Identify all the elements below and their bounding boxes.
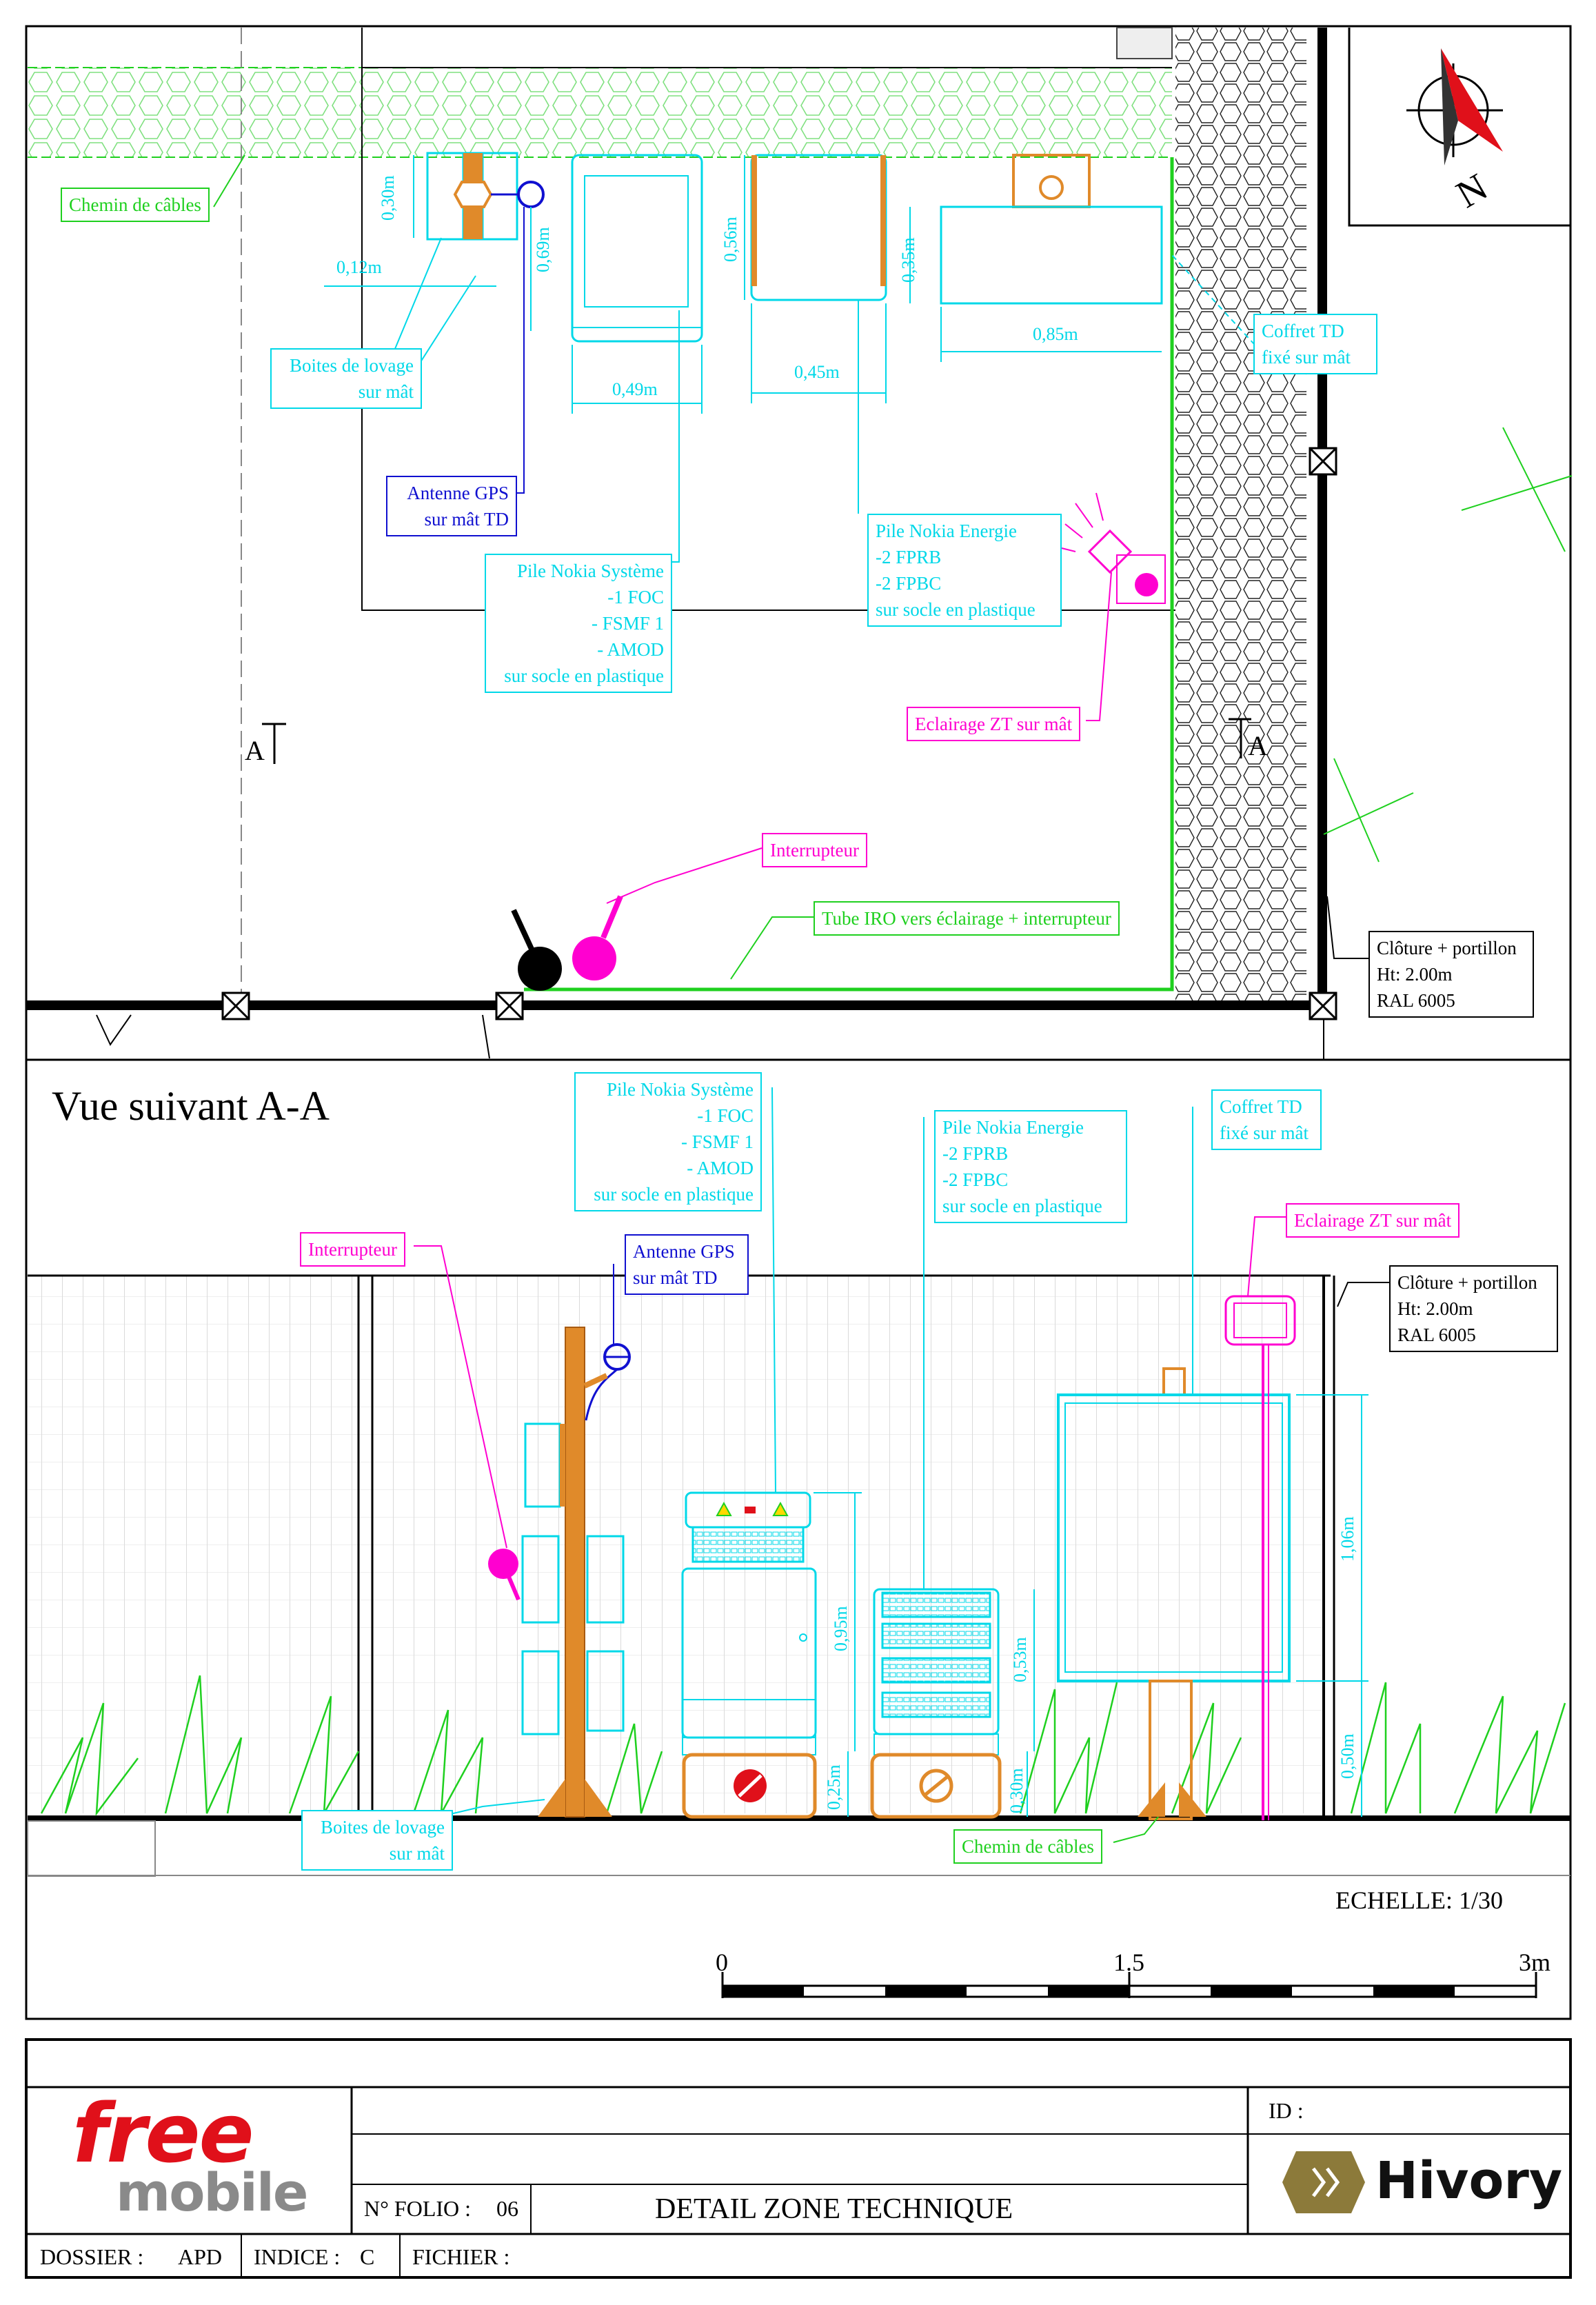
- drawing-title: DETAIL ZONE TECHNIQUE: [655, 2193, 1013, 2225]
- label-chemin-cables: Chemin de câbles: [61, 188, 210, 222]
- indice-label: INDICE :: [254, 2244, 341, 2269]
- label-boites-lovage: Boites de lovage sur mât: [270, 348, 422, 409]
- dim-053: 0,53m: [1010, 1637, 1030, 1682]
- scale-label: ECHELLE: 1/30: [1335, 1886, 1503, 1914]
- gravel-band: [1175, 28, 1306, 1003]
- elev-label-coffret-td: Coffret TD fixé sur mât: [1211, 1089, 1322, 1150]
- plan-switches: [511, 895, 623, 991]
- dim-050: 0,50m: [1337, 1733, 1357, 1779]
- free-logo: free: [72, 2086, 254, 2181]
- elev-label-boites-lovage: Boites de lovage sur mât: [301, 1810, 453, 1871]
- dim-045: 0,45m: [794, 362, 840, 382]
- fence-post-markers: [221, 447, 1337, 1020]
- indice-value: C: [360, 2244, 375, 2269]
- plan-eclairage: [1061, 492, 1166, 604]
- mobile-logo: mobile: [116, 2162, 308, 2223]
- dim-025: 0,25m: [824, 1764, 844, 1810]
- scale-tick-1-5: 1.5: [1113, 1949, 1144, 1976]
- section-mark-right: A: [1248, 730, 1268, 761]
- title-block-frame: [25, 2038, 1572, 2279]
- section-markers: [262, 718, 1251, 764]
- elev-interrupteur: [488, 1549, 521, 1601]
- label-pile-systeme: Pile Nokia Système -1 FOC - FSMF 1 - AMO…: [485, 554, 672, 693]
- elev-label-cloture: Clôture + portillon Ht: 2.00m RAL 6005: [1389, 1265, 1558, 1352]
- scale-tick-3m: 3m: [1519, 1949, 1551, 1976]
- elev-eclairage: [1224, 1295, 1296, 1820]
- elev-gps-antenna: [583, 1343, 631, 1421]
- elev-label-pile-energie: Pile Nokia Energie -2 FPRB -2 FPBC sur s…: [934, 1110, 1127, 1223]
- elev-lovage-mast: [521, 1327, 625, 1818]
- fichier-label: FICHIER :: [412, 2244, 510, 2269]
- folio-label: N° FOLIO :: [364, 2196, 472, 2221]
- label-antenne-gps: Antenne GPS sur mât TD: [386, 476, 517, 536]
- dim-030: 0,30m: [378, 175, 398, 221]
- folio-value: 06: [496, 2196, 518, 2221]
- dim-030b: 0,30m: [1007, 1768, 1027, 1813]
- plan-pile-systeme: [571, 154, 703, 343]
- plan-coffret-td: [940, 154, 1163, 305]
- elev-coffret-td: [1057, 1367, 1291, 1820]
- elev-label-pile-systeme: Pile Nokia Système -1 FOC - FSMF 1 - AMO…: [574, 1072, 762, 1211]
- dim-106: 1,06m: [1337, 1516, 1357, 1562]
- grass: [40, 1675, 1566, 1817]
- elev-pile-energie: [870, 1588, 1002, 1819]
- elev-pile-systeme: [681, 1491, 817, 1819]
- section-mark-left: A: [245, 735, 265, 766]
- label-tube-iro: Tube IRO vers éclairage + interrupteur: [814, 901, 1120, 936]
- zone-boundary: [524, 157, 1174, 992]
- label-cloture: Clôture + portillon Ht: 2.00m RAL 6005: [1368, 931, 1534, 1018]
- label-eclairage: Eclairage ZT sur mât: [907, 707, 1081, 741]
- elevation-fence: [28, 1276, 1324, 1813]
- elevation-title: Vue suivant A-A: [52, 1083, 330, 1129]
- elev-label-eclairage: Eclairage ZT sur mât: [1286, 1203, 1460, 1238]
- dim-049: 0,49m: [612, 379, 658, 399]
- dim-095: 0,95m: [831, 1606, 851, 1651]
- id-label: ID :: [1269, 2098, 1304, 2123]
- cable-tray-band: [28, 68, 1172, 157]
- dim-012: 0,12m: [336, 257, 382, 277]
- dim-085: 0,85m: [1033, 324, 1078, 344]
- dim-069: 0,69m: [533, 227, 553, 272]
- dossier-label: DOSSIER :: [40, 2244, 144, 2269]
- label-coffret-td: Coffret TD fixé sur mât: [1253, 314, 1377, 374]
- elev-label-interrupteur: Interrupteur: [300, 1232, 405, 1267]
- sheet-border: [25, 25, 1572, 2020]
- hivory-logo-mark: [1282, 2151, 1365, 2213]
- label-interrupteur: Interrupteur: [762, 833, 867, 867]
- plan-lovage-box: [426, 152, 518, 241]
- dim-056: 0,56m: [720, 217, 740, 262]
- scale-bar: [721, 1972, 1537, 1998]
- scale-tick-0: 0: [716, 1949, 728, 1976]
- dim-035: 0,35m: [898, 237, 918, 283]
- elev-label-antenne-gps: Antenne GPS sur mât TD: [625, 1234, 749, 1295]
- north-arrow: [1406, 48, 1503, 165]
- label-pile-energie: Pile Nokia Energie -2 FPRB -2 FPBC sur s…: [867, 514, 1062, 627]
- plan-pile-energie: [750, 154, 887, 301]
- elev-label-chemin-cables: Chemin de câbles: [953, 1829, 1102, 1864]
- dossier-value: APD: [178, 2244, 223, 2269]
- hivory-logo: Hivory: [1375, 2151, 1563, 2211]
